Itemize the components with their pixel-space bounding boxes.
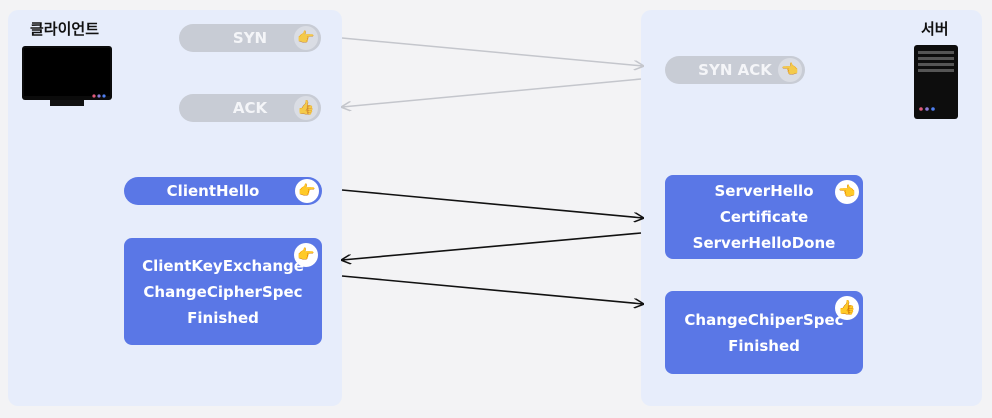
- client-hello-label: ClientHello: [166, 182, 260, 200]
- server-hello-done-label: ServerHelloDone: [692, 234, 836, 252]
- client-label: 클라이언트: [30, 20, 100, 38]
- server-change-cipher-spec-message: ChangeChiperSpec Finished 👍: [665, 291, 863, 374]
- thumbs-up-icon: 👍: [835, 296, 859, 320]
- ack-label: ACK: [232, 99, 268, 117]
- server-hello-message: ServerHello Certificate ServerHelloDone …: [665, 175, 863, 259]
- change-cipher-spec-label: ChangeCipherSpec: [143, 282, 303, 301]
- syn-ack-arrow: [342, 78, 642, 107]
- pointing-hand-icon: 👉: [294, 243, 318, 267]
- syn-label: SYN: [232, 29, 268, 47]
- syn-message: SYN 👉: [179, 24, 321, 52]
- pointing-hand-icon: 👉: [295, 179, 319, 203]
- pointing-hand-icon: 👈: [835, 180, 859, 204]
- client-finished-arrow: [341, 275, 643, 304]
- server-hello-label: ServerHello: [714, 182, 814, 200]
- pointing-hand-icon: 👉: [294, 26, 318, 50]
- server-change-cipher-spec-label: ChangeChiperSpec: [684, 310, 844, 329]
- syn-ack-label: SYN ACK: [698, 61, 772, 79]
- ack-message: ACK 👍: [179, 94, 321, 122]
- syn-ack-message: SYN ACK 👈: [665, 56, 805, 84]
- syn-arrow: [341, 37, 643, 66]
- client-hello-arrow: [341, 189, 643, 218]
- server-finished-label: Finished: [728, 336, 800, 355]
- finished-label: Finished: [187, 308, 259, 327]
- client-hello-message: ClientHello 👉: [124, 177, 322, 205]
- certificate-label: Certificate: [719, 208, 809, 226]
- monitor-icon: [22, 46, 112, 106]
- server-hello-arrow: [342, 232, 642, 260]
- thumbs-up-icon: 👍: [294, 96, 318, 120]
- pointing-hand-icon: 👈: [778, 58, 802, 82]
- client-key-exchange-label: ClientKeyExchange: [142, 256, 304, 275]
- server-label: 서버: [921, 20, 949, 38]
- server-tower-icon: [914, 45, 958, 119]
- client-key-exchange-message: ClientKeyExchange ChangeCipherSpec Finis…: [124, 238, 322, 345]
